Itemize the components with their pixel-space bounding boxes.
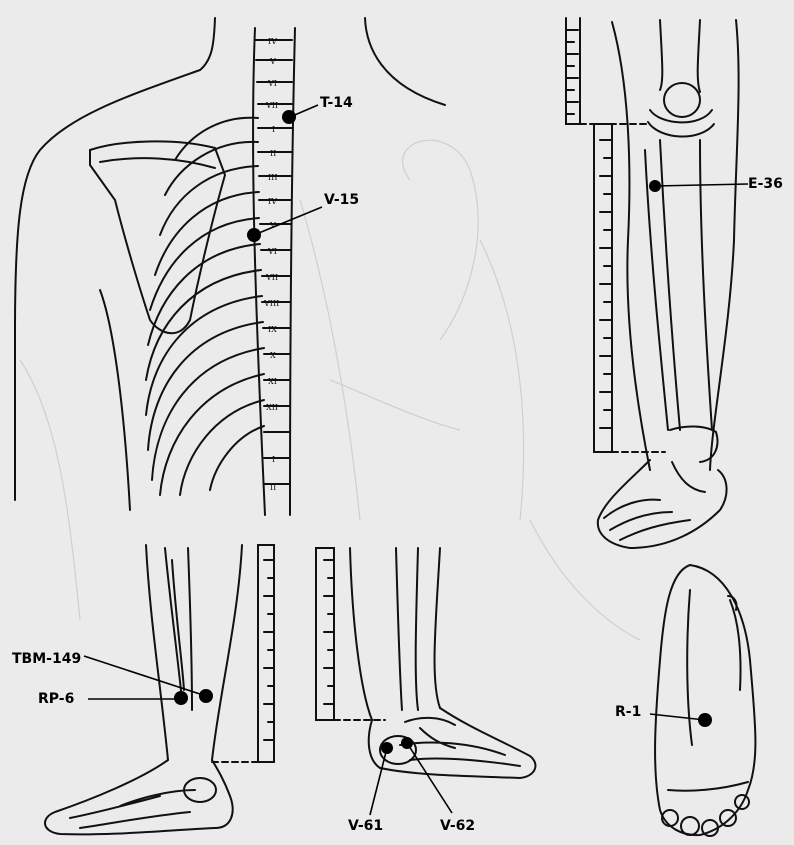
svg-text:XI: XI	[268, 377, 277, 386]
svg-text:XII: XII	[266, 403, 278, 412]
point-rp6-marker	[174, 691, 188, 705]
svg-text:IX: IX	[268, 325, 277, 334]
svg-text:IV: IV	[268, 37, 277, 46]
svg-text:VIII: VIII	[263, 299, 279, 308]
svg-text:VI: VI	[267, 247, 277, 256]
point-v15-marker	[247, 228, 261, 242]
svg-text:II: II	[270, 483, 276, 492]
svg-text:III: III	[268, 173, 277, 182]
svg-text:VII: VII	[265, 273, 278, 282]
label-tbm149: TBM-149	[12, 651, 81, 667]
point-v61-marker	[381, 742, 393, 754]
svg-text:IV: IV	[268, 197, 277, 206]
point-r1-marker	[698, 713, 712, 727]
svg-text:VI: VI	[267, 79, 277, 88]
point-tbm149-marker	[199, 689, 213, 703]
label-v61: V-61	[348, 818, 383, 834]
svg-text:II: II	[270, 149, 276, 158]
point-e36-marker	[649, 180, 661, 192]
label-r1: R-1	[615, 704, 641, 720]
label-t14: T-14	[320, 95, 353, 111]
svg-text:I: I	[272, 125, 275, 134]
label-v62: V-62	[440, 818, 475, 834]
label-rp6: RP-6	[38, 691, 74, 707]
label-v15: V-15	[324, 192, 359, 208]
label-e36: E-36	[748, 176, 783, 192]
svg-text:I: I	[272, 455, 275, 464]
svg-text:X: X	[270, 351, 276, 360]
svg-text:V: V	[269, 57, 276, 66]
point-t14-marker	[282, 110, 296, 124]
point-v62-marker	[401, 737, 413, 749]
svg-text:VII: VII	[265, 101, 278, 110]
